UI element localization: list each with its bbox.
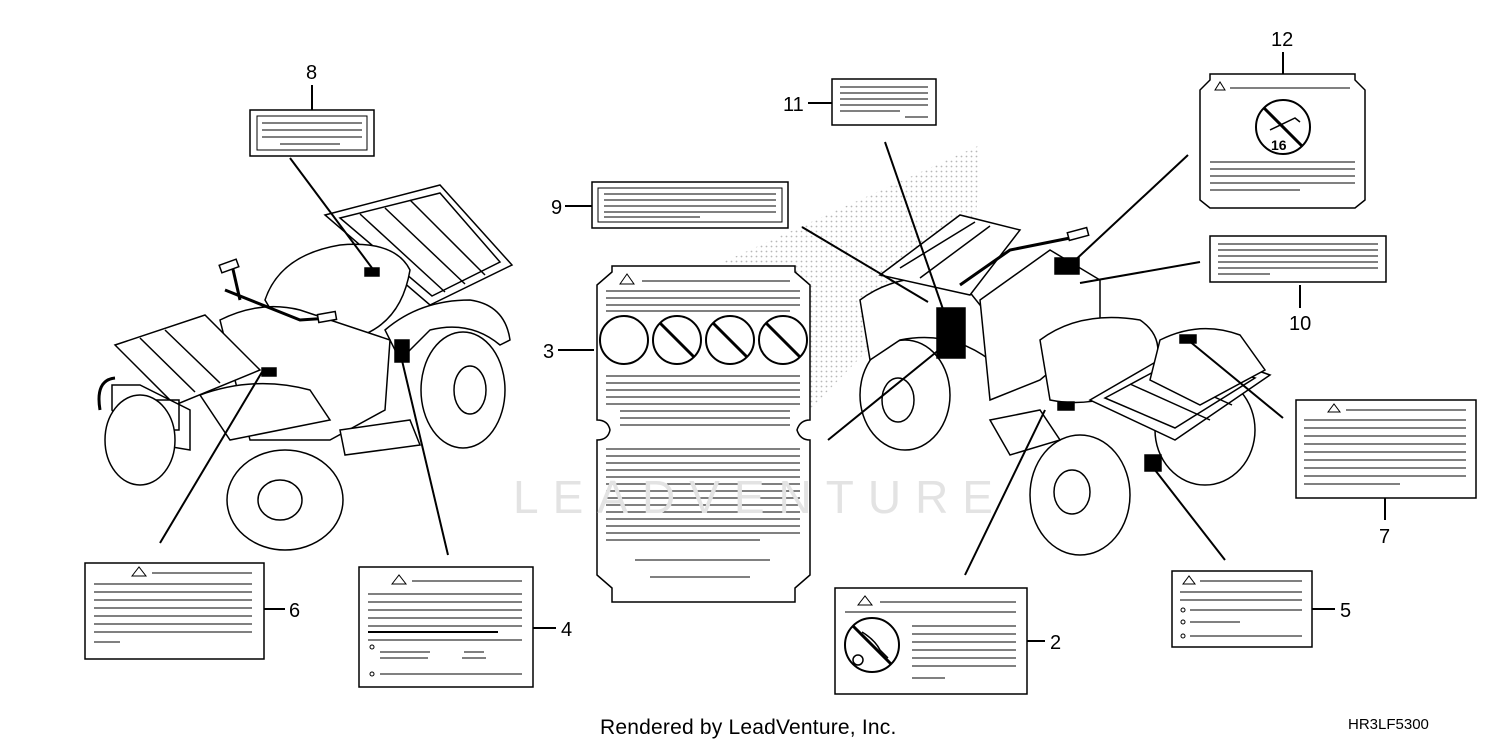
label-11: [831, 78, 937, 126]
label-6: [84, 562, 265, 660]
diagram-code: HR3LF5300: [1348, 716, 1429, 733]
label-10: [1209, 235, 1387, 283]
label-3-circle-1: [599, 315, 649, 365]
callout-12: 12: [1271, 29, 1293, 51]
callout-4: 4: [561, 619, 572, 641]
callout-10: 10: [1289, 313, 1311, 335]
atv-right: [859, 214, 1272, 556]
leader-lines: [159, 52, 1386, 642]
callout-8: 8: [306, 62, 317, 84]
label-9: [591, 181, 789, 229]
label-12: [1199, 73, 1366, 209]
label-3: [596, 265, 811, 603]
label-2: [834, 587, 1028, 695]
callout-6: 6: [289, 600, 300, 622]
label-5: [1171, 570, 1313, 648]
label-8: [249, 109, 375, 157]
label-7: [1295, 399, 1477, 499]
rendered-by-footer: Rendered by LeadVenture, Inc.: [600, 716, 897, 739]
callout-7: 7: [1379, 526, 1390, 548]
label-4: [358, 566, 534, 688]
callout-9: 9: [551, 197, 562, 219]
watermark: LEADVENTURE: [513, 471, 1007, 523]
label-12-age: 16: [1271, 137, 1287, 153]
callout-2: 2: [1050, 632, 1061, 654]
callout-3: 3: [543, 341, 554, 363]
callout-11: 11: [783, 94, 804, 116]
atv-left: [97, 184, 514, 551]
callout-5: 5: [1340, 600, 1351, 622]
